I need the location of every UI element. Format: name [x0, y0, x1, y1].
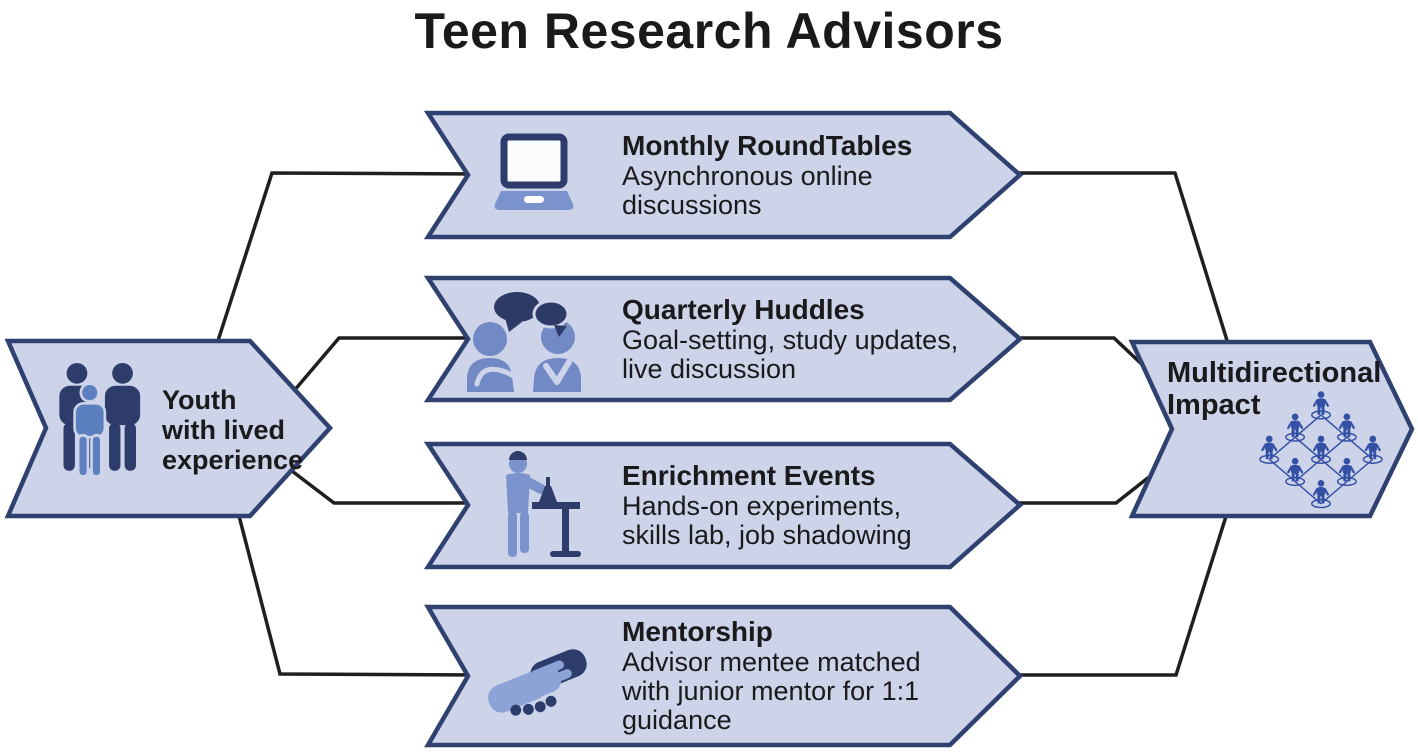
activity-enrichment: Enrichment Events Hands-on experiments, …: [622, 460, 912, 550]
handshake-icon: [484, 634, 590, 726]
activity-description-line: Goal-setting, study updates,: [622, 325, 959, 355]
people-network-icon: [1254, 390, 1388, 512]
activity-mentorship: Mentorship Advisor mentee matched with j…: [622, 616, 921, 735]
connector-roundtables-impact: [1012, 171, 1232, 351]
outcome-label-line2: Impact: [1167, 389, 1261, 421]
activity-description-line: live discussion: [622, 354, 797, 384]
activity-huddles: Quarterly Huddles Goal-setting, study up…: [622, 294, 958, 384]
activity-title: Quarterly Huddles: [622, 294, 865, 325]
activity-description-line: skills lab, job shadowing: [622, 520, 912, 550]
connector-huddles-impact: [1012, 336, 1152, 374]
activity-description-line: Hands-on experiments,: [622, 491, 902, 521]
impact-arrow-shape: [1128, 339, 1415, 519]
conversation-icon: [461, 290, 587, 392]
connector-mentorship-impact: [1012, 509, 1230, 677]
connector-source-mentorship: [236, 511, 483, 677]
activity-description-line: Asynchronous online: [622, 161, 873, 191]
activity-title: Mentorship: [622, 616, 773, 647]
activity-roundtables: Monthly RoundTables Asynchronous online …: [622, 130, 912, 220]
activity-description-line: Advisor mentee matched: [622, 647, 921, 677]
people-group-icon: [57, 363, 157, 479]
connector-source-roundtables: [213, 171, 483, 351]
activity-description-line: discussions: [622, 190, 762, 220]
outcome-label: Multidirectional Impact: [1167, 357, 1381, 421]
activity-title: Enrichment Events: [622, 460, 876, 491]
experiment-icon: [492, 450, 582, 560]
mentorship-banner-shape: [424, 604, 1024, 748]
source-label: Youth with lived experience: [162, 385, 303, 475]
source-label-line2: with lived: [162, 415, 286, 445]
outcome-label-line1: Multidirectional: [1167, 357, 1382, 389]
activity-description-line: guidance: [622, 705, 732, 735]
activity-title: Monthly RoundTables: [622, 130, 913, 161]
roundtables-banner-shape: [423, 110, 1024, 240]
laptop-icon: [488, 133, 580, 217]
page-title: Teen Research Advisors: [414, 3, 1004, 59]
source-label-line3: experience: [162, 445, 304, 475]
activity-description-line: with junior mentor for 1:1: [622, 676, 920, 706]
enrichment-banner-shape: [423, 441, 1024, 570]
connector-source-enrichment: [286, 466, 482, 505]
source-label-line1: Youth: [162, 385, 237, 415]
connector-enrichment-impact: [1012, 468, 1160, 505]
connector-source-huddles: [291, 336, 482, 394]
